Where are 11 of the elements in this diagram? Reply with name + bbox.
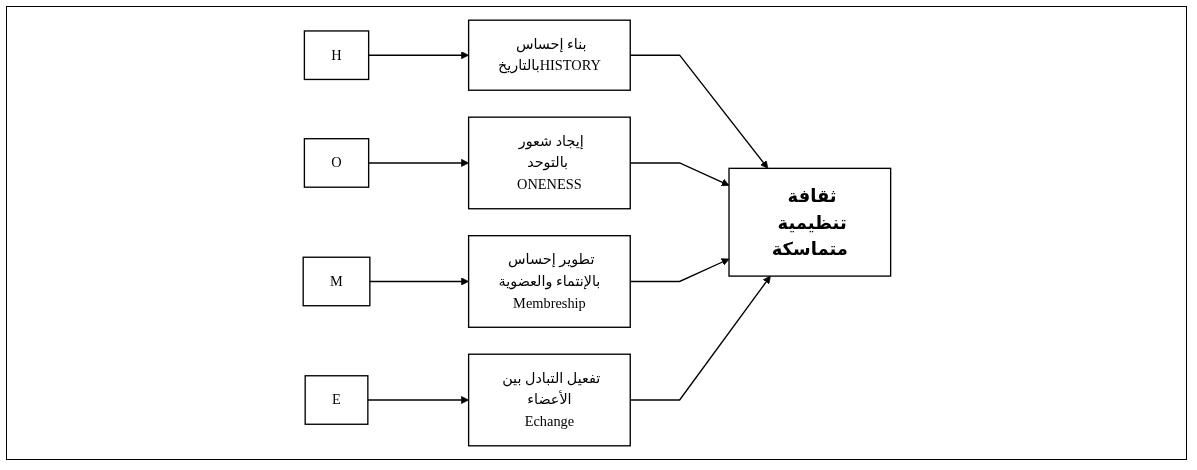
node-box: O: [303, 138, 369, 188]
node-box: ثقافة تنظيمية متماسكة: [727, 167, 891, 277]
node-box: إيجاد شعور بالتوحد ONENESS: [467, 116, 631, 210]
node-box: H: [303, 30, 369, 81]
node-box: M: [302, 256, 371, 307]
node-box: E: [304, 375, 369, 425]
arrow: [629, 258, 729, 283]
arrow: [629, 54, 768, 169]
arrow: [629, 162, 729, 187]
arrow: [629, 275, 771, 401]
node-box: بناء إحساس بالتاريخHISTORY: [467, 19, 631, 91]
